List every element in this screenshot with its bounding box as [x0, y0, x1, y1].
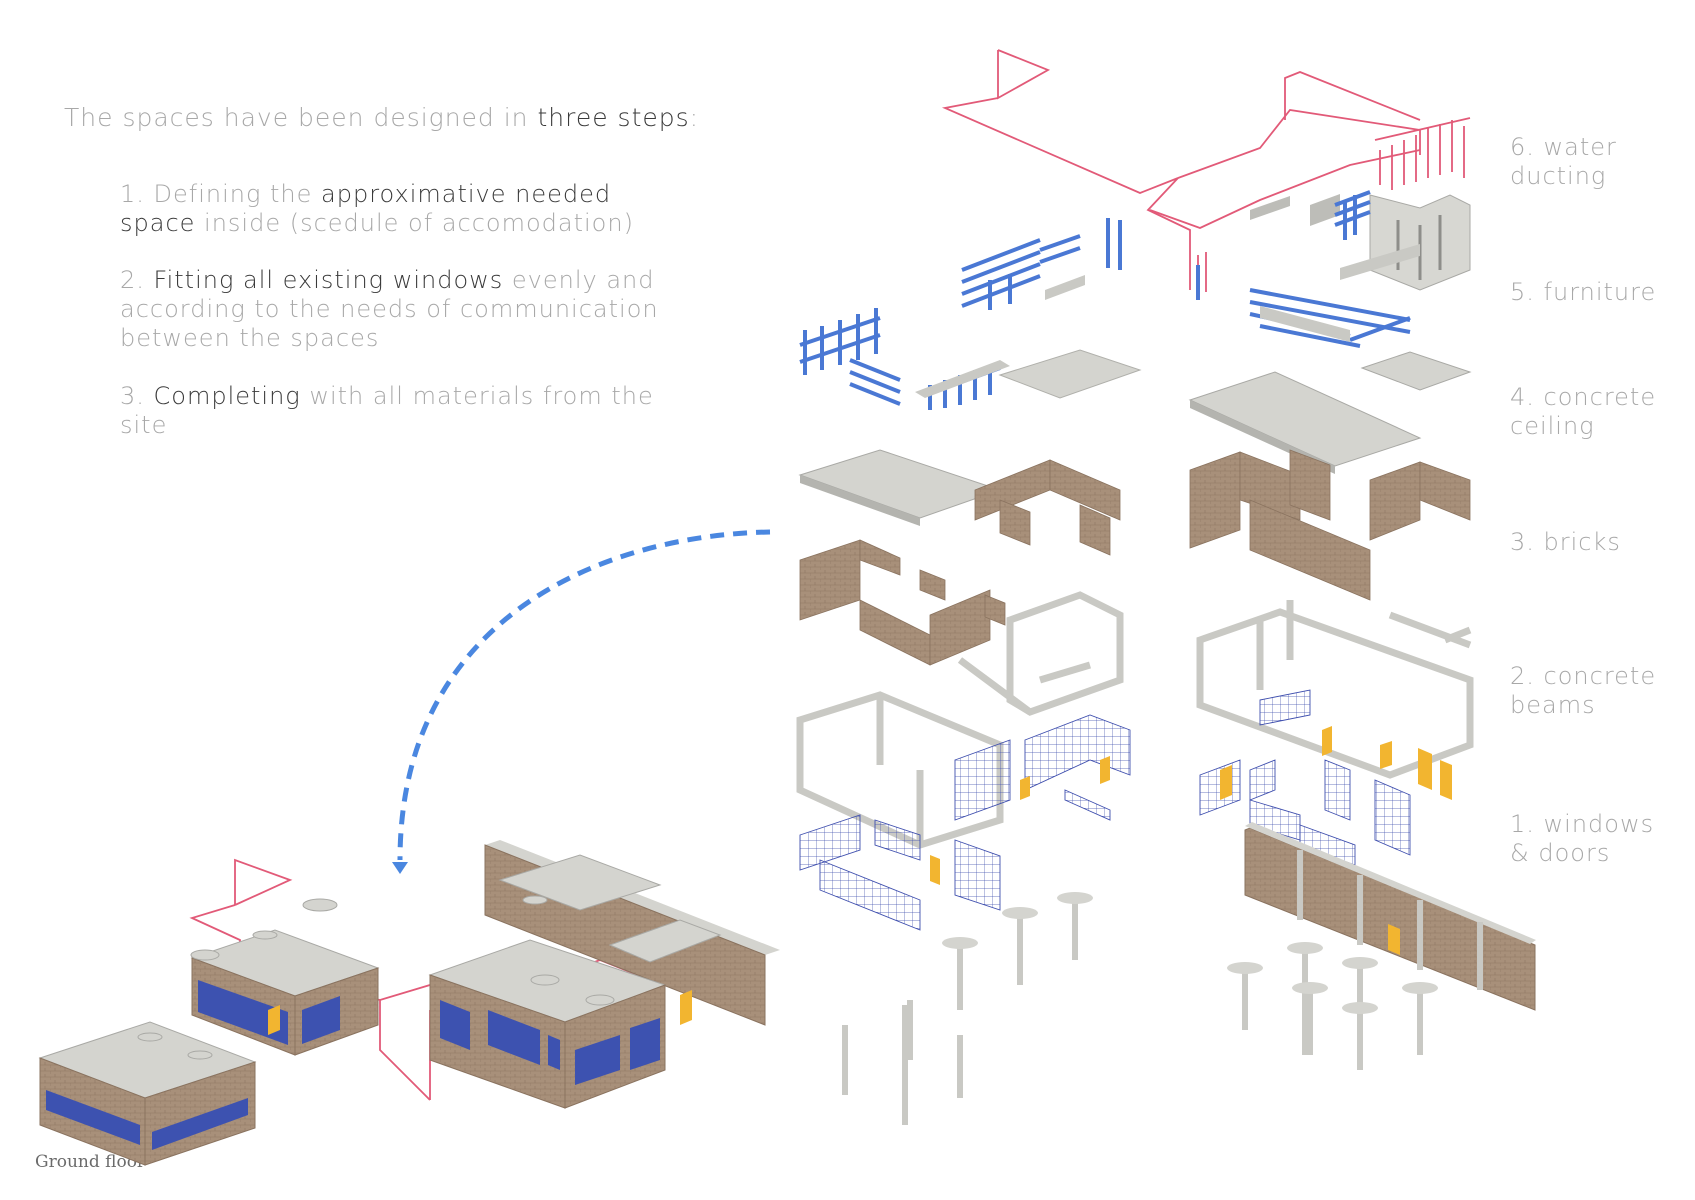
intro-prefix: The spaces have been designed in — [64, 103, 538, 132]
intro-highlight: three steps — [537, 103, 690, 132]
table-2 — [1310, 194, 1340, 226]
step-2: 2. Fitting all existing windows evenly a… — [120, 266, 659, 352]
dashed-arrow — [392, 529, 771, 874]
ground-floor-model — [38, 840, 780, 1166]
bricks-layer — [799, 449, 1471, 666]
ground-floor-caption: Ground floor — [35, 1152, 146, 1172]
concrete-beams-layer — [796, 591, 1474, 849]
bench-left — [1045, 275, 1085, 300]
windows-doors-layer — [799, 689, 1452, 931]
arrow-head-icon — [392, 862, 408, 874]
layer-label-windows-doors: 1. windows& doors — [1510, 810, 1655, 867]
columns — [842, 900, 1423, 1125]
furniture-shelves-left — [961, 218, 1122, 310]
brick-wall-long — [1244, 822, 1536, 1011]
blue-window-frames-upper — [799, 308, 1001, 410]
doors — [930, 726, 1452, 885]
bench-right — [1340, 244, 1420, 280]
step-1: 1. Defining the approximative needed spa… — [120, 180, 634, 237]
furniture-layer — [961, 190, 1471, 348]
intro-suffix: : — [689, 103, 700, 132]
layer-label-bricks: 3. bricks — [1510, 528, 1621, 556]
ceiling-slab-small-left — [998, 349, 1142, 399]
furniture-shelves-right — [1196, 190, 1411, 348]
layer-label-furniture: 5. furniture — [1510, 278, 1657, 306]
intro-text: The spaces have been designed in three s… — [64, 103, 699, 132]
water-ducting-layer — [941, 49, 1471, 292]
table-1 — [1250, 196, 1290, 220]
step-3: 3. Completing with all materials from th… — [120, 382, 654, 439]
